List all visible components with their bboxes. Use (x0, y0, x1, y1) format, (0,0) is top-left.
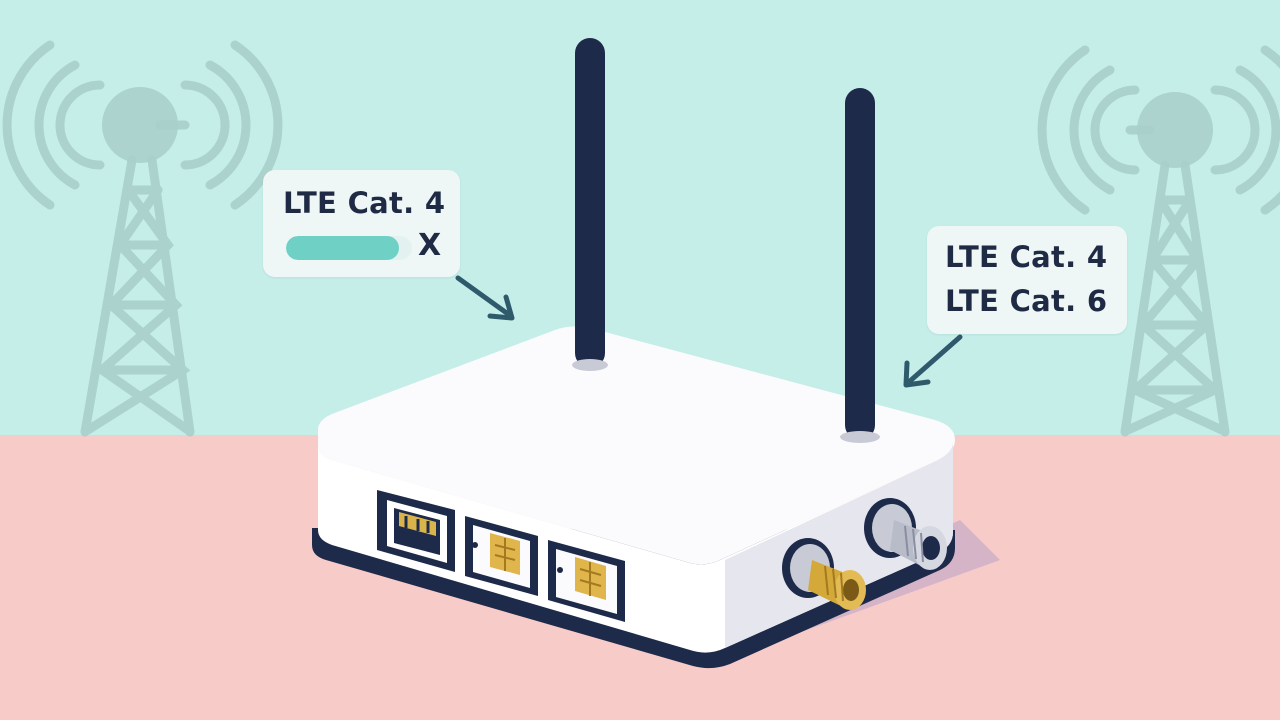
router-top-face (318, 326, 955, 565)
callout-right-line-2: LTE Cat. 6 (945, 284, 1108, 318)
callout-lte-cat4-unsupported: LTE Cat. 4 X (263, 170, 460, 277)
left-tower-head (102, 87, 178, 163)
sim-card-slot-1 (465, 516, 538, 596)
silver-antenna-connector (864, 498, 947, 570)
gold-antenna-connector (782, 538, 866, 610)
signal-progress-fill (286, 236, 400, 260)
callout-lte-cat4-cat6: LTE Cat. 4 LTE Cat. 6 (927, 226, 1127, 334)
close-icon: X (418, 228, 442, 263)
right-tower-head (1137, 92, 1213, 168)
callout-right-line-1: LTE Cat. 4 (945, 240, 1108, 274)
callout-left-title: LTE Cat. 4 (283, 186, 446, 220)
right-cell-tower-icon (1037, 45, 1280, 437)
router-side-shade (725, 442, 953, 648)
antenna-right (840, 88, 880, 443)
sim-card-icon (575, 557, 606, 600)
signal-progress-bar (286, 236, 412, 260)
sim-card-slot-2 (548, 540, 625, 622)
arrow-right-callout (903, 334, 963, 388)
sim-card-icon (490, 533, 520, 575)
arrow-left-callout (455, 275, 515, 321)
ethernet-port (377, 490, 455, 572)
antenna-left (572, 38, 608, 371)
